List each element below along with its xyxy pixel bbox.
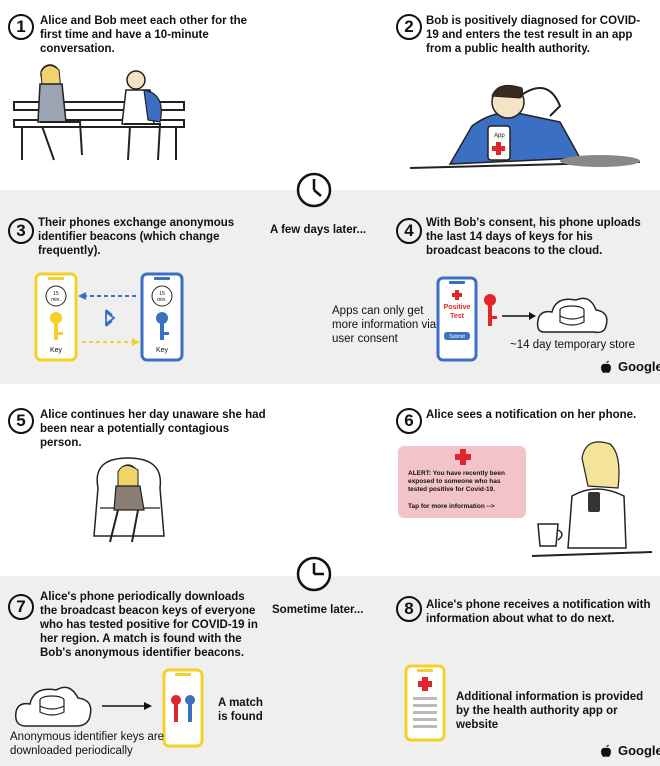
step-7-text: Alice's phone periodically downloads the… [40,591,258,659]
additional-information-text: Additional information is provided by th… [456,691,644,731]
transition-sometime-later: Sometime later... [272,604,364,616]
step-3-number: 3 [8,218,34,244]
test-text: Test [450,313,465,320]
step-2-text: Bob is positively diagnosed for COVID-19… [426,15,641,55]
alice-on-chair-illustration [93,457,165,543]
clock-icon [296,172,332,208]
notification-phone-illustration [404,664,446,742]
bob-diagnosed-illustration: App [409,84,641,169]
app-label: App [494,133,505,139]
positive-text: Positive [444,304,471,311]
bob-key-label: Key [156,347,169,354]
bob-timer-minutes: 15 [159,291,165,297]
bob-timer-unit: min. [157,297,166,303]
download-keys-illustration [14,668,204,748]
step-4-number: 4 [396,218,422,244]
apple-icon-bottom [601,744,611,757]
beacon-exchange-illustration: 15 min. Key 15 min. Key [34,272,184,362]
step-2-number: 2 [396,14,422,40]
step-4-text: With Bob's consent, his phone uploads th… [426,217,641,257]
gray-band-bottom [0,576,660,766]
alert-text: ALERT: You have recently been exposed to… [408,470,505,493]
red-cross-icon [455,449,471,465]
step-1-number: 1 [8,14,34,40]
upload-to-cloud-illustration: Positive Test Submit [436,276,608,362]
tap-more-info-link[interactable]: Tap for more information --> [408,503,495,510]
temporary-store-label: ~14 day temporary store [510,339,635,351]
alice-sees-notification-illustration [531,441,653,557]
step-3-text: Their phones exchange anonymous identifi… [38,217,235,257]
download-periodically-label: Anonymous identifier keys are downloaded… [10,731,165,757]
step-8-text: Alice's phone receives a notification wi… [426,599,651,625]
step-6-text: Alice sees a notification on her phone. [426,409,637,421]
step-8-number: 8 [396,596,422,622]
user-consent-text: Apps can only get more information via u… [332,305,437,345]
submit-label: Submit [449,334,465,340]
google-brand-bottom: Google [618,743,660,758]
apple-icon [601,360,611,373]
transition-few-days-later: A few days later... [270,224,367,236]
google-brand-top: Google [618,359,660,374]
step-7-number: 7 [8,594,34,620]
alice-bob-bench-illustration [13,64,185,161]
alice-key-label: Key [50,347,63,354]
gray-band-top [0,190,660,384]
alice-timer-unit: min. [51,297,60,303]
step-1-text: Alice and Bob meet each other for the fi… [40,15,248,55]
step-5-text: Alice continues her day unaware she had … [40,409,266,449]
step-6-number: 6 [396,408,422,434]
step-5-number: 5 [8,408,34,434]
match-found-label: A match is found [218,697,263,723]
alice-timer-minutes: 15 [53,291,59,297]
clock-icon-2 [296,556,332,592]
